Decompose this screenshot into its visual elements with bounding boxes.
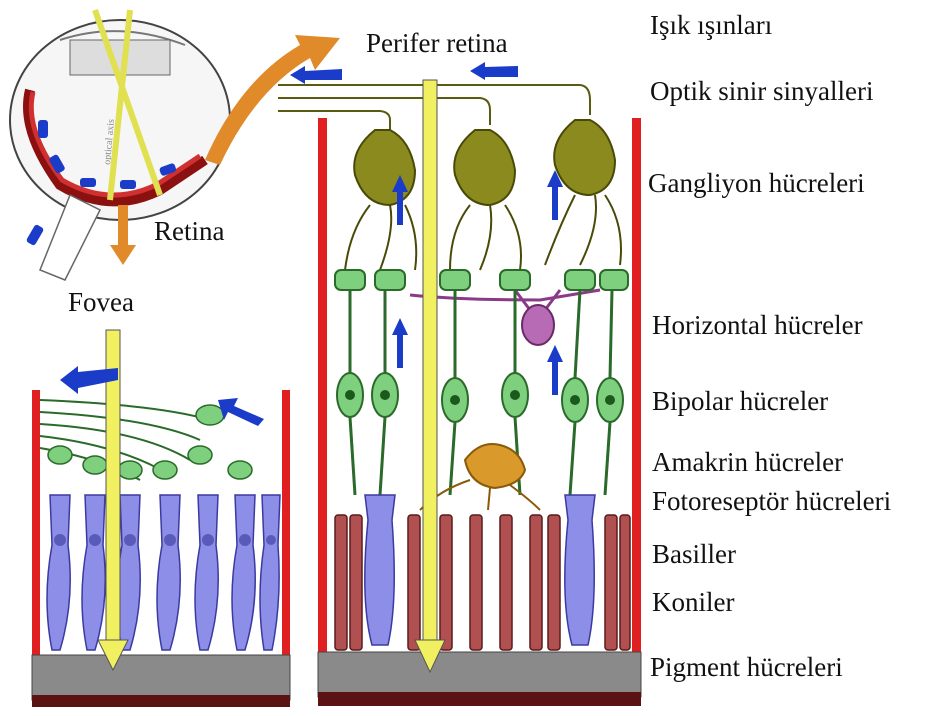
horizontal-cell-body [522,305,554,345]
label-bipolar-cells: Bipolar hücreler [652,388,828,415]
periphery-base [318,692,641,706]
periphery-left-border [318,118,327,658]
label-retina: Retina [154,218,224,245]
periphery-pigment-layer [318,652,641,697]
ganglion-cells [354,120,615,205]
fovea-right-border [282,390,290,655]
fovea-base [32,695,290,707]
label-fovea: Fovea [68,289,134,316]
periphery-light-ray [423,80,437,640]
label-peripheral-retina: Perifer retina [366,30,508,57]
label-horizontal-cells: Horizontal hücreler [652,312,863,339]
periphery-right-border [632,118,641,658]
label-photoreceptor-cells: Fotoreseptör hücreleri [652,488,891,515]
label-ganglion-cells: Gangliyon hücreleri [648,170,865,197]
label-optic-nerve-signals: Optik sinir sinyalleri [650,78,873,105]
label-pigment-cells: Pigment hücreleri [650,654,843,681]
label-amacrine-cells: Amakrin hücreler [652,449,843,476]
fovea-pigment-layer [32,655,290,700]
fovea-signal-arrow-right [218,398,264,426]
label-cones: Koniler [652,589,734,616]
ganglion-dendrites [345,195,621,270]
fovea-left-border [32,390,40,655]
label-light-rays: Işık ışınları [650,12,772,39]
horizontal-cell-processes [410,290,600,310]
fovea-cones [47,495,280,650]
periphery-panel [278,62,641,706]
amacrine-processes [420,480,540,510]
label-rods: Basiller [652,541,736,568]
fovea-panel [32,330,290,707]
